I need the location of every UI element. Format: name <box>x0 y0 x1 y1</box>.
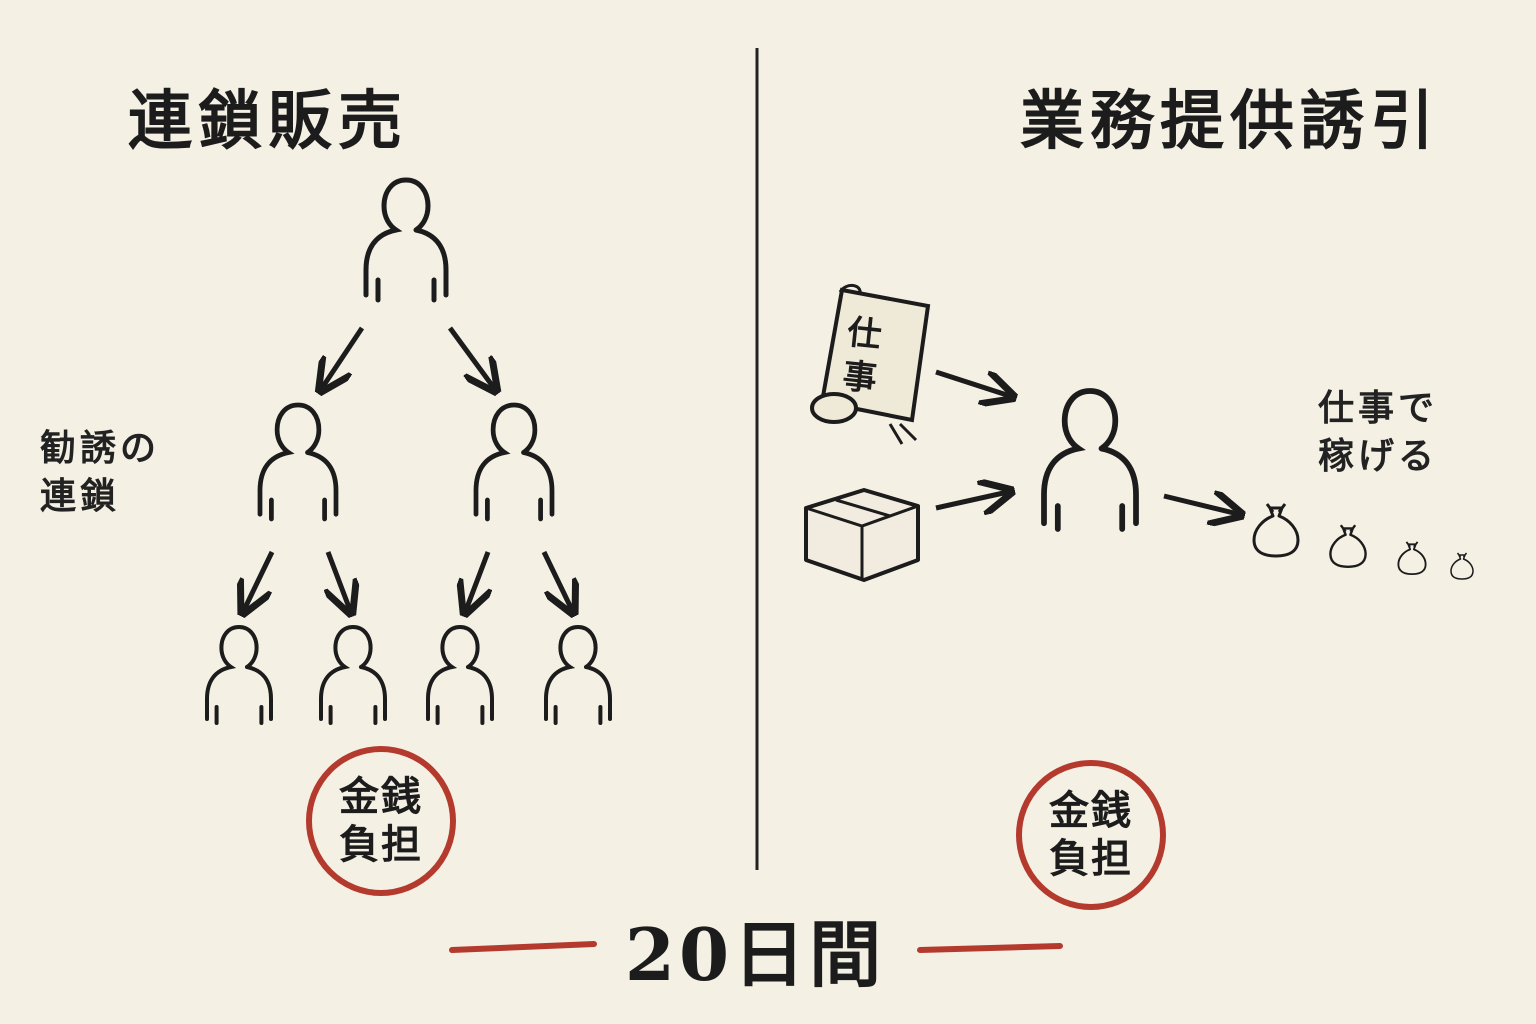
cooling-off-duration: 20日間 <box>624 912 886 997</box>
person-icon <box>366 180 446 300</box>
person-icon <box>476 405 552 519</box>
money-bag-icon <box>1252 502 1300 558</box>
left-title: 連鎖販売 <box>128 84 408 159</box>
person-icon <box>260 405 336 519</box>
left-money-burden-seal: 金銭 負担 <box>306 746 456 896</box>
person-icon <box>546 627 610 723</box>
arrow-icon <box>935 492 1008 508</box>
money-bag-icon <box>1329 524 1367 568</box>
arrow-icon <box>244 550 275 610</box>
money-bag-icon <box>1397 540 1427 576</box>
person-icon <box>1044 391 1136 529</box>
seal-text: 金銭 負担 <box>1049 787 1133 882</box>
person-icon <box>428 627 492 723</box>
person-icon <box>207 627 271 723</box>
arrow-icon <box>1163 496 1238 514</box>
arrow-icon <box>447 326 494 388</box>
arrow-icon <box>466 551 488 610</box>
scroll-label: 仕 事 <box>840 312 884 400</box>
scroll-icon <box>810 284 931 445</box>
box-icon <box>804 488 920 582</box>
footer-brush-right <box>917 943 1063 953</box>
money-bag-icon <box>1450 552 1474 580</box>
right-money-burden-seal: 金銭 負担 <box>1016 760 1166 910</box>
arrow-icon <box>935 369 1010 396</box>
seal-text: 金銭 負担 <box>339 773 423 868</box>
footer-brush-left <box>449 941 597 953</box>
arrow-icon <box>322 326 365 388</box>
arrow-icon <box>328 551 350 610</box>
person-icon <box>321 627 385 723</box>
arrow-icon <box>541 550 572 610</box>
earn-by-work-note: 仕事で 稼げる <box>1318 387 1439 477</box>
right-title: 業務提供誘引 <box>1020 84 1440 159</box>
recruitment-chain-note: 勧誘の 連鎖 <box>40 427 161 517</box>
